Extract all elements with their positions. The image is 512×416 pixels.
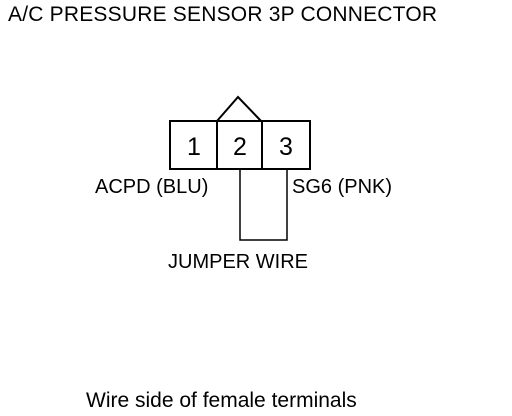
pin-1-number: 1 xyxy=(187,133,201,161)
jumper-wire-label: JUMPER WIRE xyxy=(168,251,308,273)
connector-housing xyxy=(169,120,311,170)
pin-3-number: 3 xyxy=(279,133,293,161)
view-caption: Wire side of female terminals xyxy=(86,389,357,412)
pin-2-number: 2 xyxy=(233,133,247,161)
pin-3-wire-label: SG6 (PNK) xyxy=(292,176,393,198)
connector-lock-tab xyxy=(216,95,262,122)
diagram-title: A/C PRESSURE SENSOR 3P CONNECTOR xyxy=(8,3,438,26)
jumper-wire xyxy=(239,169,288,241)
pin-1-wire-label: ACPD (BLU) xyxy=(95,176,209,198)
